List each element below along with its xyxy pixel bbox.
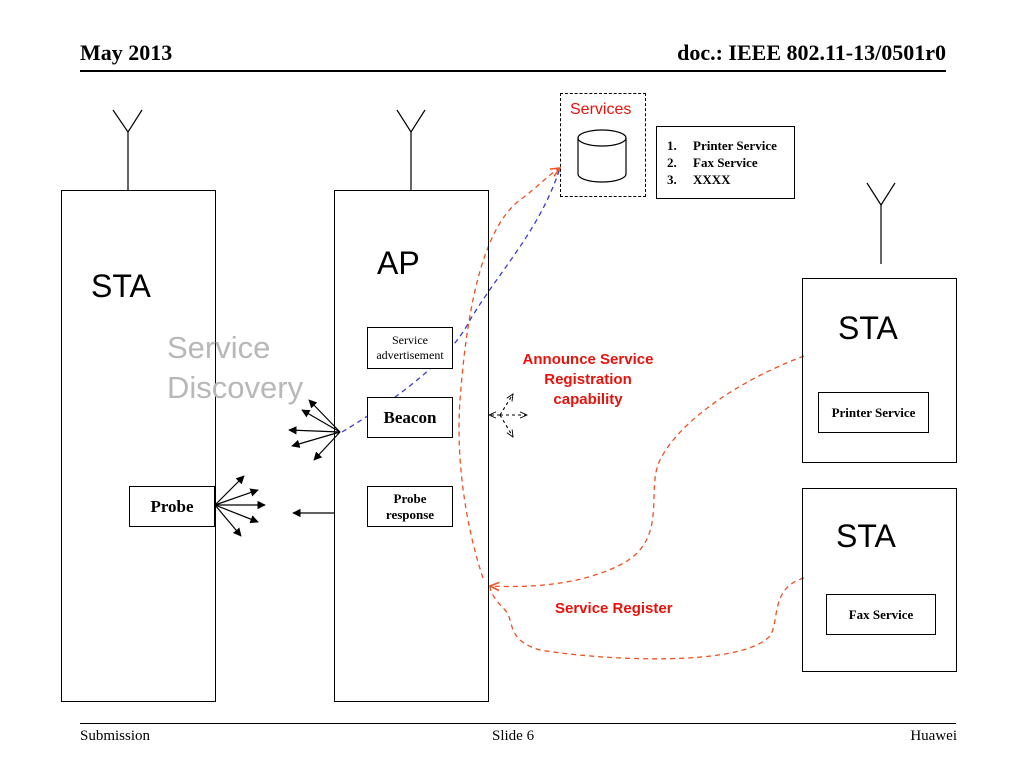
ap-label: AP [377,245,420,281]
footer-company: Huawei [910,728,957,744]
printer-service-label: Printer Service [831,404,916,420]
sta-printer-box [802,278,957,463]
red-dashed-fax-register [489,577,805,660]
beacon-box: Beacon [367,397,453,438]
probe-response-line-2: response [385,506,435,522]
footer-submission: Submission [80,728,151,744]
service-ad-line-1: Service [392,333,428,347]
antenna-icon-ap [396,109,426,190]
header-date: May 2013 [80,40,173,65]
services-title: Services [570,101,632,118]
sta-printer-label: STA [838,310,898,346]
probe-response-box: Probe response [367,486,453,527]
probe-burst-arrows [214,475,266,537]
red-dashed-printer-register [490,355,805,587]
services-list-item: 1.Printer Service [667,138,777,153]
sta-left-label: STA [91,268,151,304]
services-list: 1.Printer Service 2.Fax Service 3.XXXX [656,126,795,199]
services-container [560,93,646,197]
red-dashed-ap-to-services [458,168,560,579]
antenna-icon-left-sta [112,109,143,190]
service-advertisement-box: Service advertisement [367,327,453,369]
probe-label: Probe [150,496,194,516]
services-list-item: 3.XXXX [667,172,731,187]
service-register-note: Service Register [555,600,673,617]
footer-divider [80,723,956,724]
announce-dashed-arrows [489,394,527,437]
watermark-line-2: Discovery [167,370,304,405]
antenna-icon-right-sta [866,182,896,264]
probe-box: Probe [129,486,215,527]
announce-service-note: Announce Service Registration capability [522,351,654,408]
fax-service-label: Fax Service [848,606,914,622]
header-doc-id: doc.: IEEE 802.11-13/0501r0 [677,40,946,65]
footer-slide-number: Slide 6 [492,728,535,744]
database-icon [577,129,627,183]
header-divider [80,70,946,72]
beacon-label: Beacon [383,407,437,427]
beacon-burst-arrows [288,399,341,461]
probe-response-line-1: Probe [393,490,427,506]
printer-service-box: Printer Service [818,392,929,433]
sta-left-box [61,190,216,702]
sta-fax-label: STA [836,518,896,554]
fax-service-box: Fax Service [826,594,936,635]
ap-box [334,190,489,702]
watermark-line-1: Service [167,330,271,365]
services-list-item: 2.Fax Service [667,155,758,170]
service-ad-line-2: advertisement [376,348,444,362]
service-discovery-watermark: Service Discovery [167,328,303,408]
sta-fax-box [802,488,957,672]
